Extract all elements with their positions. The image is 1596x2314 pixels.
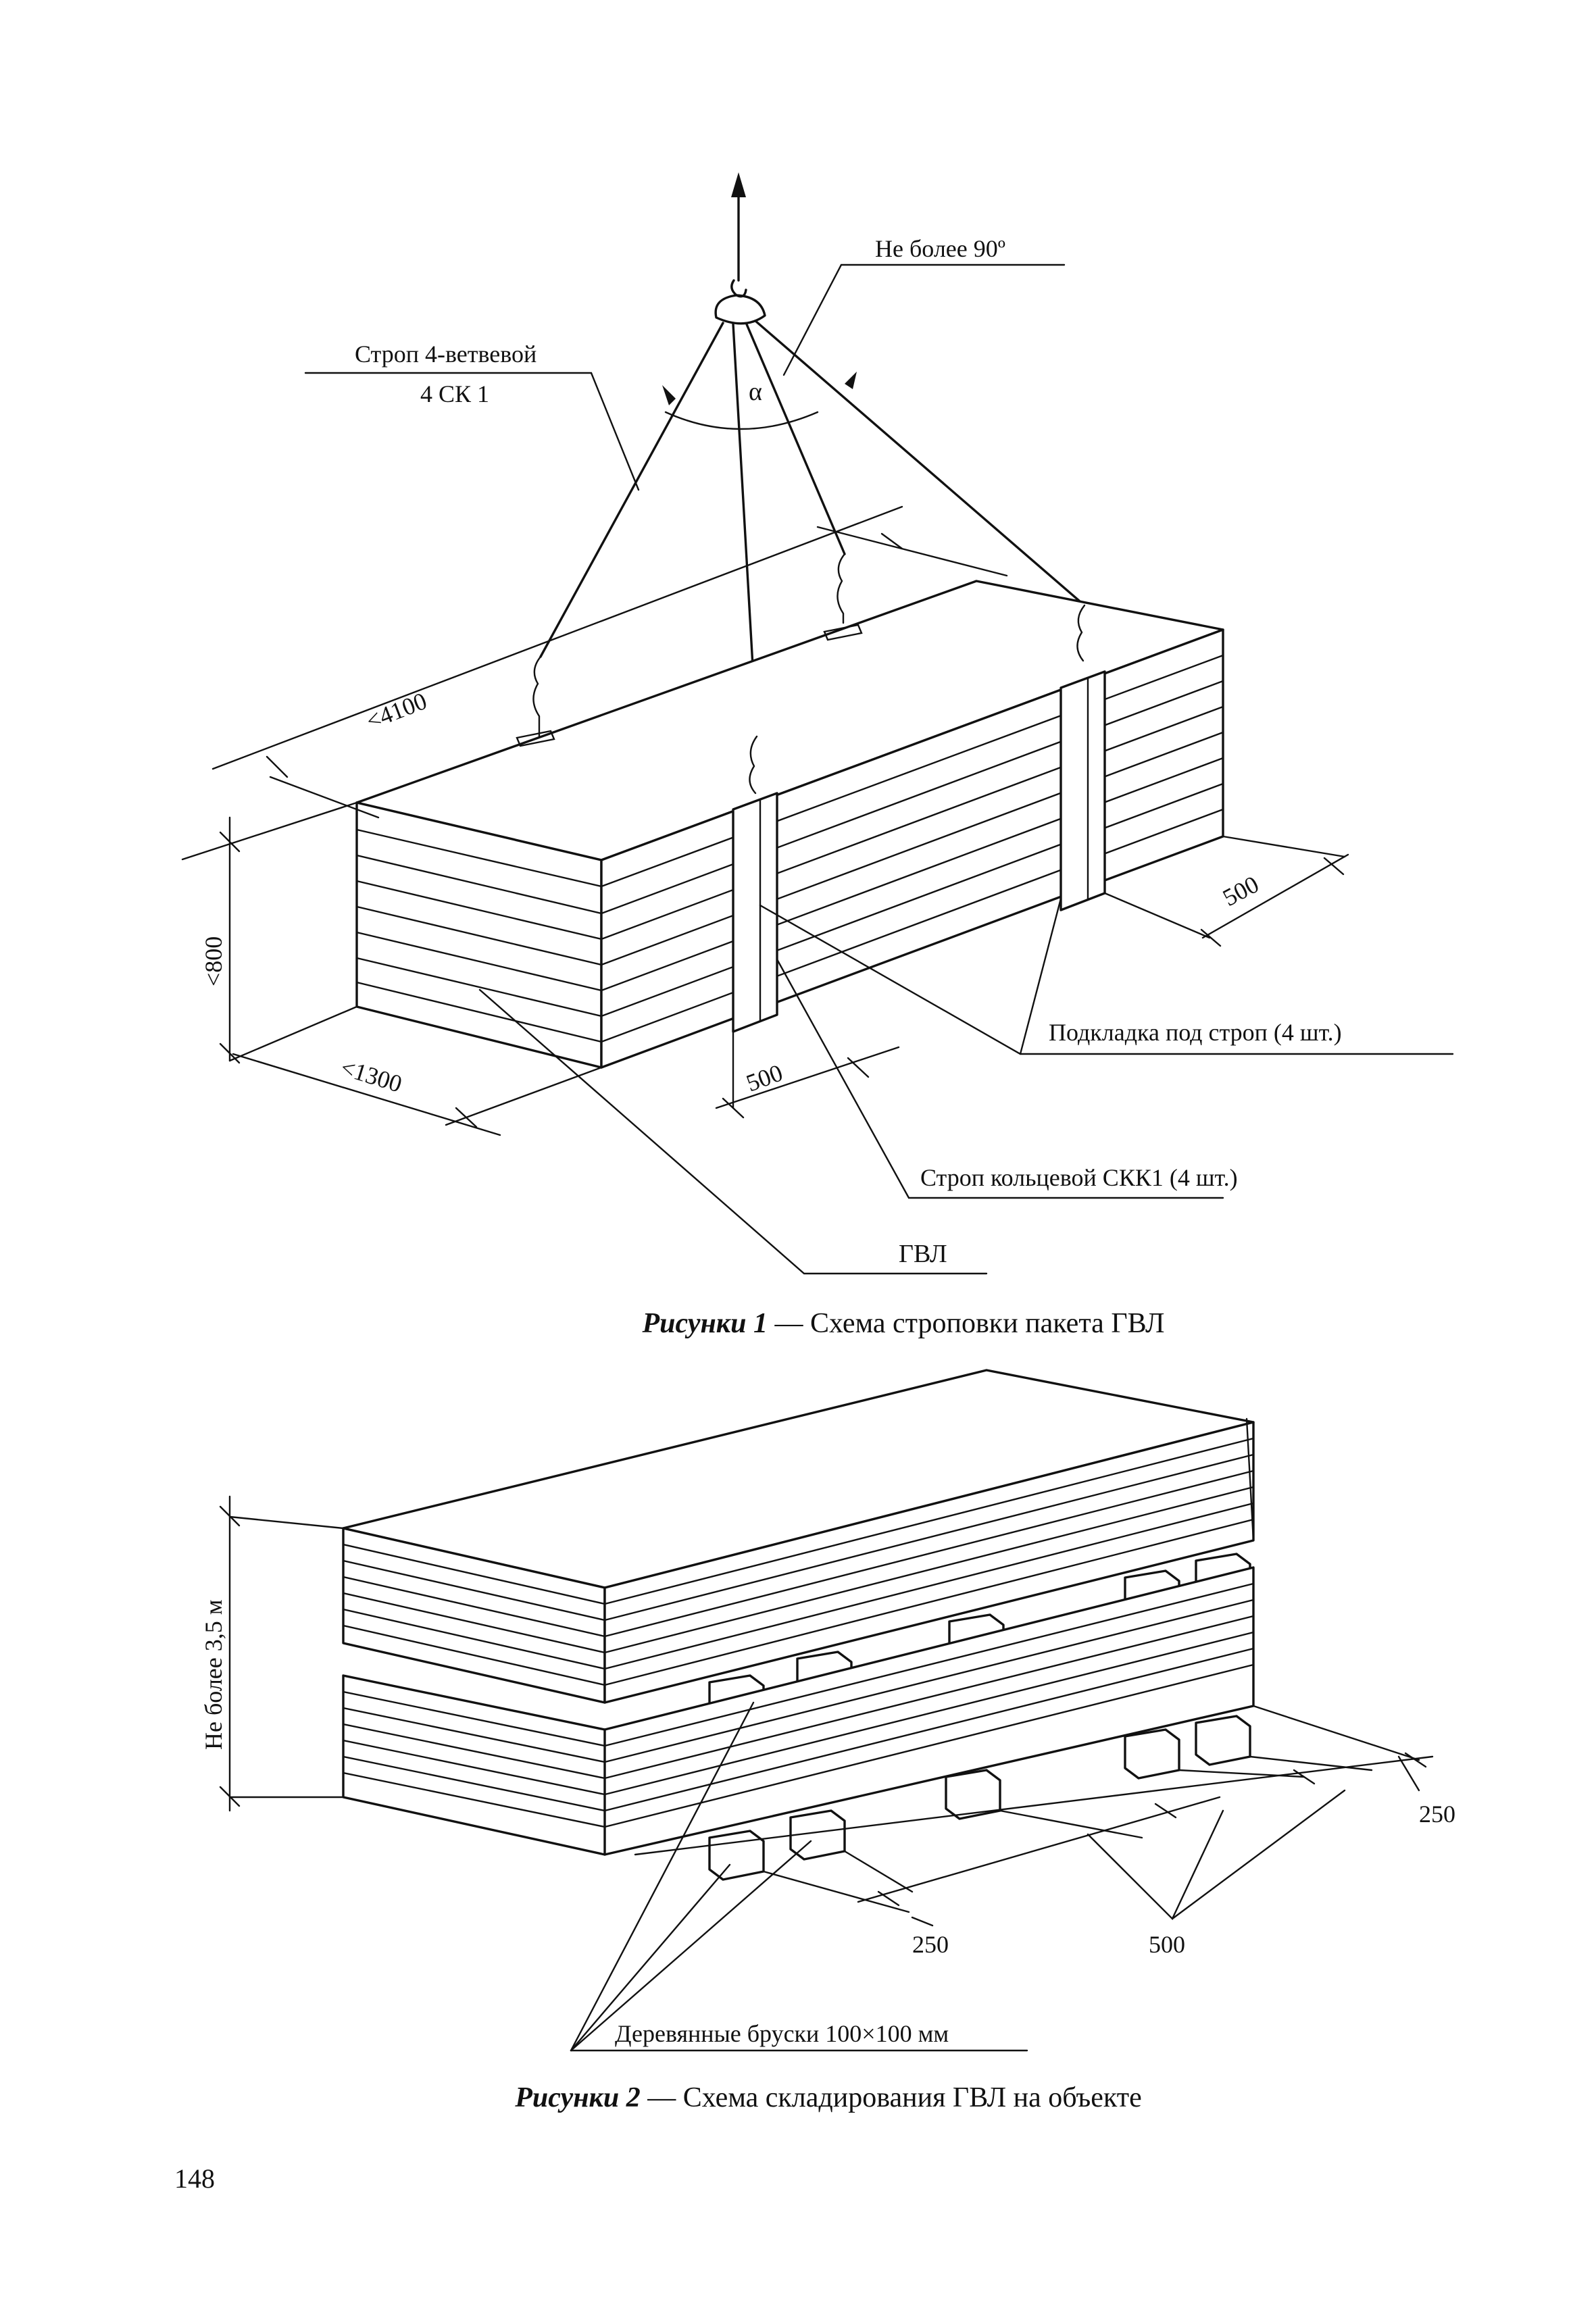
dim-250-bottom-leader <box>911 1916 934 1927</box>
dim-500-right <box>1103 835 1349 947</box>
dim-500-leader-b <box>1171 1789 1346 1920</box>
figure-1-sling-scheme <box>181 172 1454 1275</box>
dim-width-label: <1300 <box>338 1053 405 1097</box>
gvl-leader <box>478 988 988 1275</box>
angle-arrow-right-icon <box>845 372 857 389</box>
sling4-label-line1: Строп 4-ветвевой <box>355 341 537 368</box>
dim-800 <box>181 801 358 1064</box>
ring-sling-leader <box>776 958 1224 1199</box>
dim-500-label: 500 <box>1149 1931 1185 1958</box>
dim-250-bottom-label: 250 <box>912 1931 949 1958</box>
page-number: 148 <box>174 2163 215 2194</box>
dim-500-right-label: 500 <box>1218 870 1263 911</box>
angle-arrow-left-icon <box>662 385 676 405</box>
figure-1-caption-prefix: Рисунки 1 <box>641 1308 767 1339</box>
dim-length-label: <4100 <box>363 687 431 734</box>
dim-4100 <box>211 505 1008 819</box>
dim-250-right-leader <box>1397 1755 1420 1792</box>
bars-leaders <box>570 1701 1028 2052</box>
ring-sling-label: Строп кольцевой СКК1 (4 шт.) <box>920 1164 1238 1191</box>
figure-2-storage-scheme <box>219 1369 1434 2052</box>
figure-2-caption: Рисунки 2 — Схема складирования ГВЛ на о… <box>514 2082 1142 2113</box>
pad-leader-2 <box>1019 897 1062 1055</box>
upper-stack <box>342 1369 1255 1704</box>
angle-limit-label: Не более 90º <box>875 235 1005 262</box>
sling4-label-line2: 4 СК 1 <box>420 380 489 407</box>
sling4-leader <box>304 372 640 491</box>
figure-1-caption-text: — Схема строповки пакета ГВЛ <box>768 1308 1165 1339</box>
bars-label: Деревянные бруски 100×100 мм <box>615 2020 949 2047</box>
gvl-label: ГВЛ <box>899 1240 947 1268</box>
floor-dimensions <box>634 1705 1434 1913</box>
dim-1300 <box>232 1053 603 1136</box>
angle-arc <box>664 411 819 430</box>
dim-500-leader-a <box>1087 1809 1224 1921</box>
figure-2-caption-prefix: Рисунки 2 <box>514 2082 640 2113</box>
alpha-label: α <box>749 378 762 406</box>
crane-hook-icon <box>714 279 766 325</box>
dim-500-front-label: 500 <box>743 1059 786 1097</box>
sling-knots <box>516 553 1086 795</box>
dim-height-label: <800 <box>200 936 227 986</box>
dim-250-right-label: 250 <box>1419 1801 1455 1828</box>
sling-pads <box>732 670 1106 1033</box>
dim-500-front <box>715 1030 900 1119</box>
figure-2-caption-text: — Схема складирования ГВЛ на объекте <box>641 2082 1142 2113</box>
lift-arrow-icon <box>731 172 746 197</box>
angle-leader <box>782 263 1066 376</box>
figure-1-caption: Рисунки 1 — Схема строповки пакета ГВЛ <box>641 1308 1164 1339</box>
dim-height-35 <box>219 1495 345 1812</box>
pad-label: Подкладка под строп (4 шт.) <box>1049 1019 1342 1046</box>
height-limit-label: Не более 3,5 м <box>200 1599 227 1750</box>
